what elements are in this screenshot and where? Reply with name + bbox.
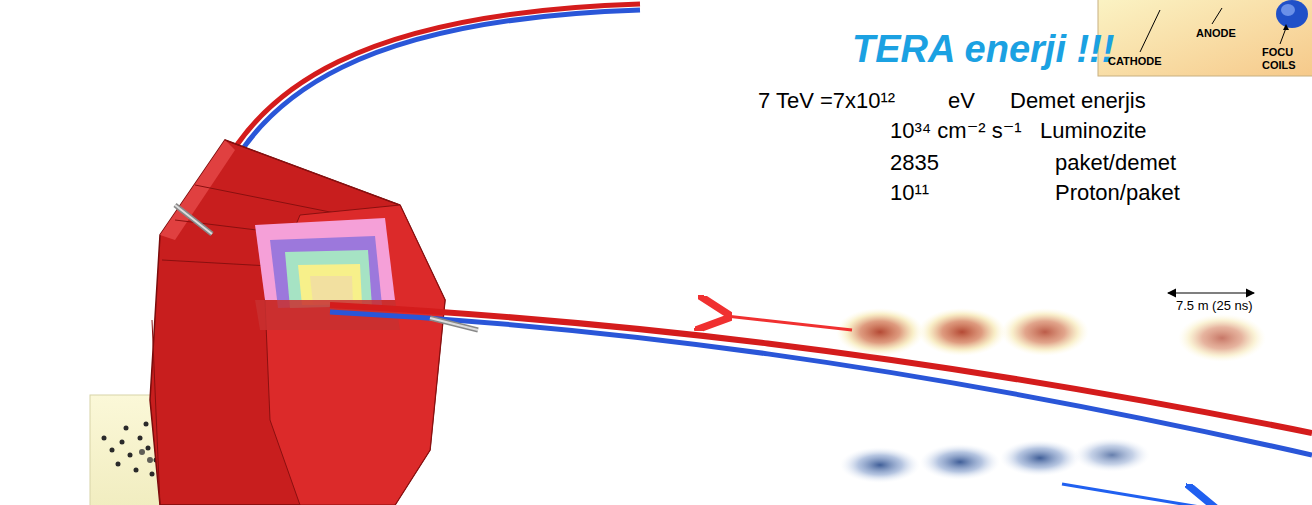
part-name: ANODE bbox=[1196, 27, 1236, 40]
part-name: COILS bbox=[1262, 59, 1296, 72]
bunch-count-value: 2835 bbox=[890, 150, 939, 175]
luminosity-value: 10³⁴ cm⁻² s⁻¹ bbox=[890, 118, 1022, 143]
part-name: CATHODE bbox=[1108, 55, 1162, 68]
beam-energy-label: Demet enerjis bbox=[1010, 88, 1146, 113]
unit-label: eV bbox=[948, 88, 975, 113]
part-name: FOCU bbox=[1262, 46, 1293, 59]
luminosity-label: Luminozite bbox=[1040, 118, 1146, 143]
proton-count-label: Proton/paket bbox=[1055, 180, 1180, 205]
bunch-count-label: paket/demet bbox=[1055, 150, 1176, 175]
bunch-spacing-label: 7.5 m (25 ns) bbox=[1176, 299, 1253, 314]
proton-count-value: 10¹¹ bbox=[890, 180, 929, 205]
beam-energy-value: 7 TeV =7x10¹² bbox=[758, 88, 895, 113]
title-callout: TERA enerji !!! bbox=[852, 28, 1115, 72]
